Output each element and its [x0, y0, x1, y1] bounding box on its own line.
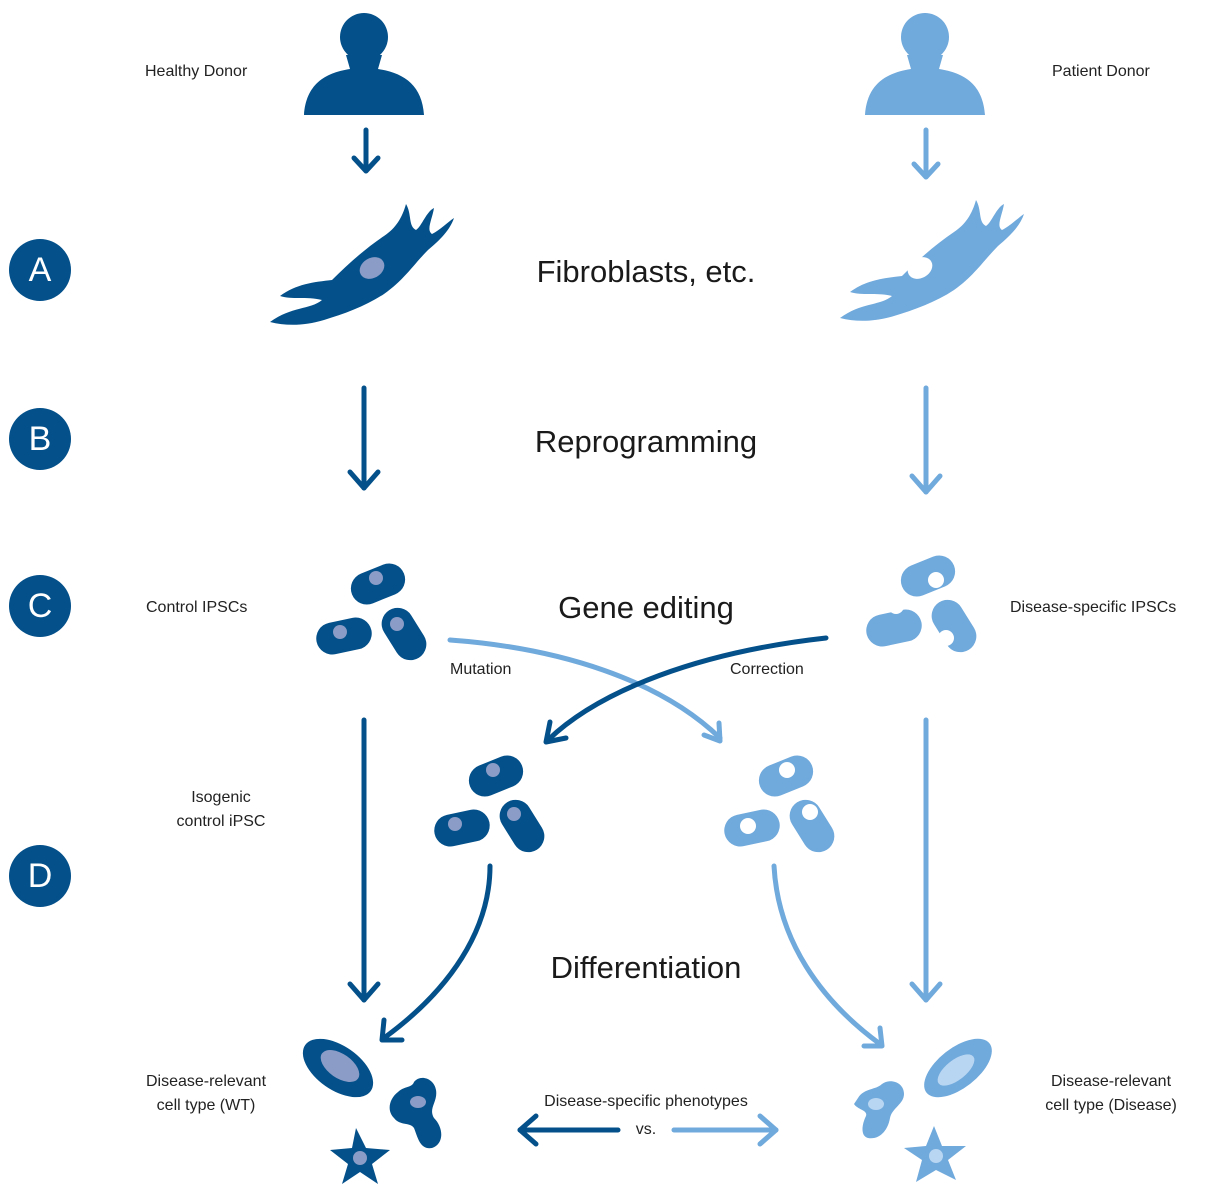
- disease-ipscs-label: Disease-specific IPSCs: [1010, 599, 1177, 616]
- wt-cell-types: [302, 1038, 442, 1184]
- wt-cell-label-line2: cell type (WT): [156, 1097, 256, 1114]
- arrow-healthy-to-fibroblast: [351, 127, 381, 174]
- step-title-differentiation: Differentiation: [550, 950, 742, 985]
- fibroblast-healthy-nucleus: [359, 257, 385, 279]
- arrow-differentiation-control: [347, 717, 381, 1003]
- arrow-compare-disease: [671, 1113, 779, 1147]
- arrow-compare-wt: [517, 1113, 621, 1147]
- fibroblast-patient-nucleus: [907, 257, 933, 279]
- fibroblast-healthy: [270, 204, 454, 325]
- patient-donor-label: Patient Donor: [1052, 63, 1150, 80]
- mutated-ipsc-cluster: [431, 750, 551, 859]
- arrow-differentiation-disease: [909, 717, 943, 1003]
- wt-cell-label-line1: Disease-relevant: [145, 1073, 267, 1090]
- disease-cell-label-line1: Disease-relevant: [1050, 1073, 1172, 1090]
- step-badge-d: D: [9, 845, 71, 907]
- arrow-correction: [543, 635, 829, 745]
- fibroblast-patient: [840, 200, 1024, 321]
- control-ipscs-label: Control IPSCs: [146, 599, 248, 616]
- corrected-ipsc-cluster: [721, 750, 841, 859]
- arrow-mutation: [447, 637, 723, 744]
- step-title-reprogramming: Reprogramming: [534, 424, 758, 459]
- step-title-gene-editing: Gene editing: [558, 590, 734, 625]
- arrow-differentiation-corrected: [771, 863, 885, 1049]
- isogenic-label-line2: control iPSC: [176, 813, 266, 830]
- vs-label: vs.: [635, 1121, 657, 1138]
- isogenic-label-line1: Isogenic: [191, 789, 251, 806]
- arrow-patient-to-fibroblast: [911, 127, 941, 180]
- step-badge-b: B: [9, 408, 71, 470]
- step-badge-a: A: [9, 239, 71, 301]
- control-ipsc-cluster: [313, 558, 433, 667]
- disease-ipsc-cluster: [863, 550, 983, 659]
- disease-cell-label-line2: cell type (Disease): [1045, 1097, 1177, 1114]
- mutation-label: Mutation: [450, 661, 512, 678]
- patient-donor-icon: [865, 13, 985, 115]
- arrow-differentiation-mutated: [379, 863, 493, 1043]
- healthy-donor-label: Healthy Donor: [145, 63, 248, 80]
- phenotypes-label: Disease-specific phenotypes: [544, 1093, 748, 1110]
- arrow-reprogramming-healthy: [347, 385, 381, 491]
- correction-label: Correction: [730, 661, 804, 678]
- step-badge-c: C: [9, 575, 71, 637]
- healthy-donor-icon: [304, 13, 424, 115]
- arrow-reprogramming-patient: [909, 385, 943, 495]
- disease-cell-types: [854, 1038, 992, 1182]
- step-title-fibroblasts: Fibroblasts, etc.: [536, 254, 756, 289]
